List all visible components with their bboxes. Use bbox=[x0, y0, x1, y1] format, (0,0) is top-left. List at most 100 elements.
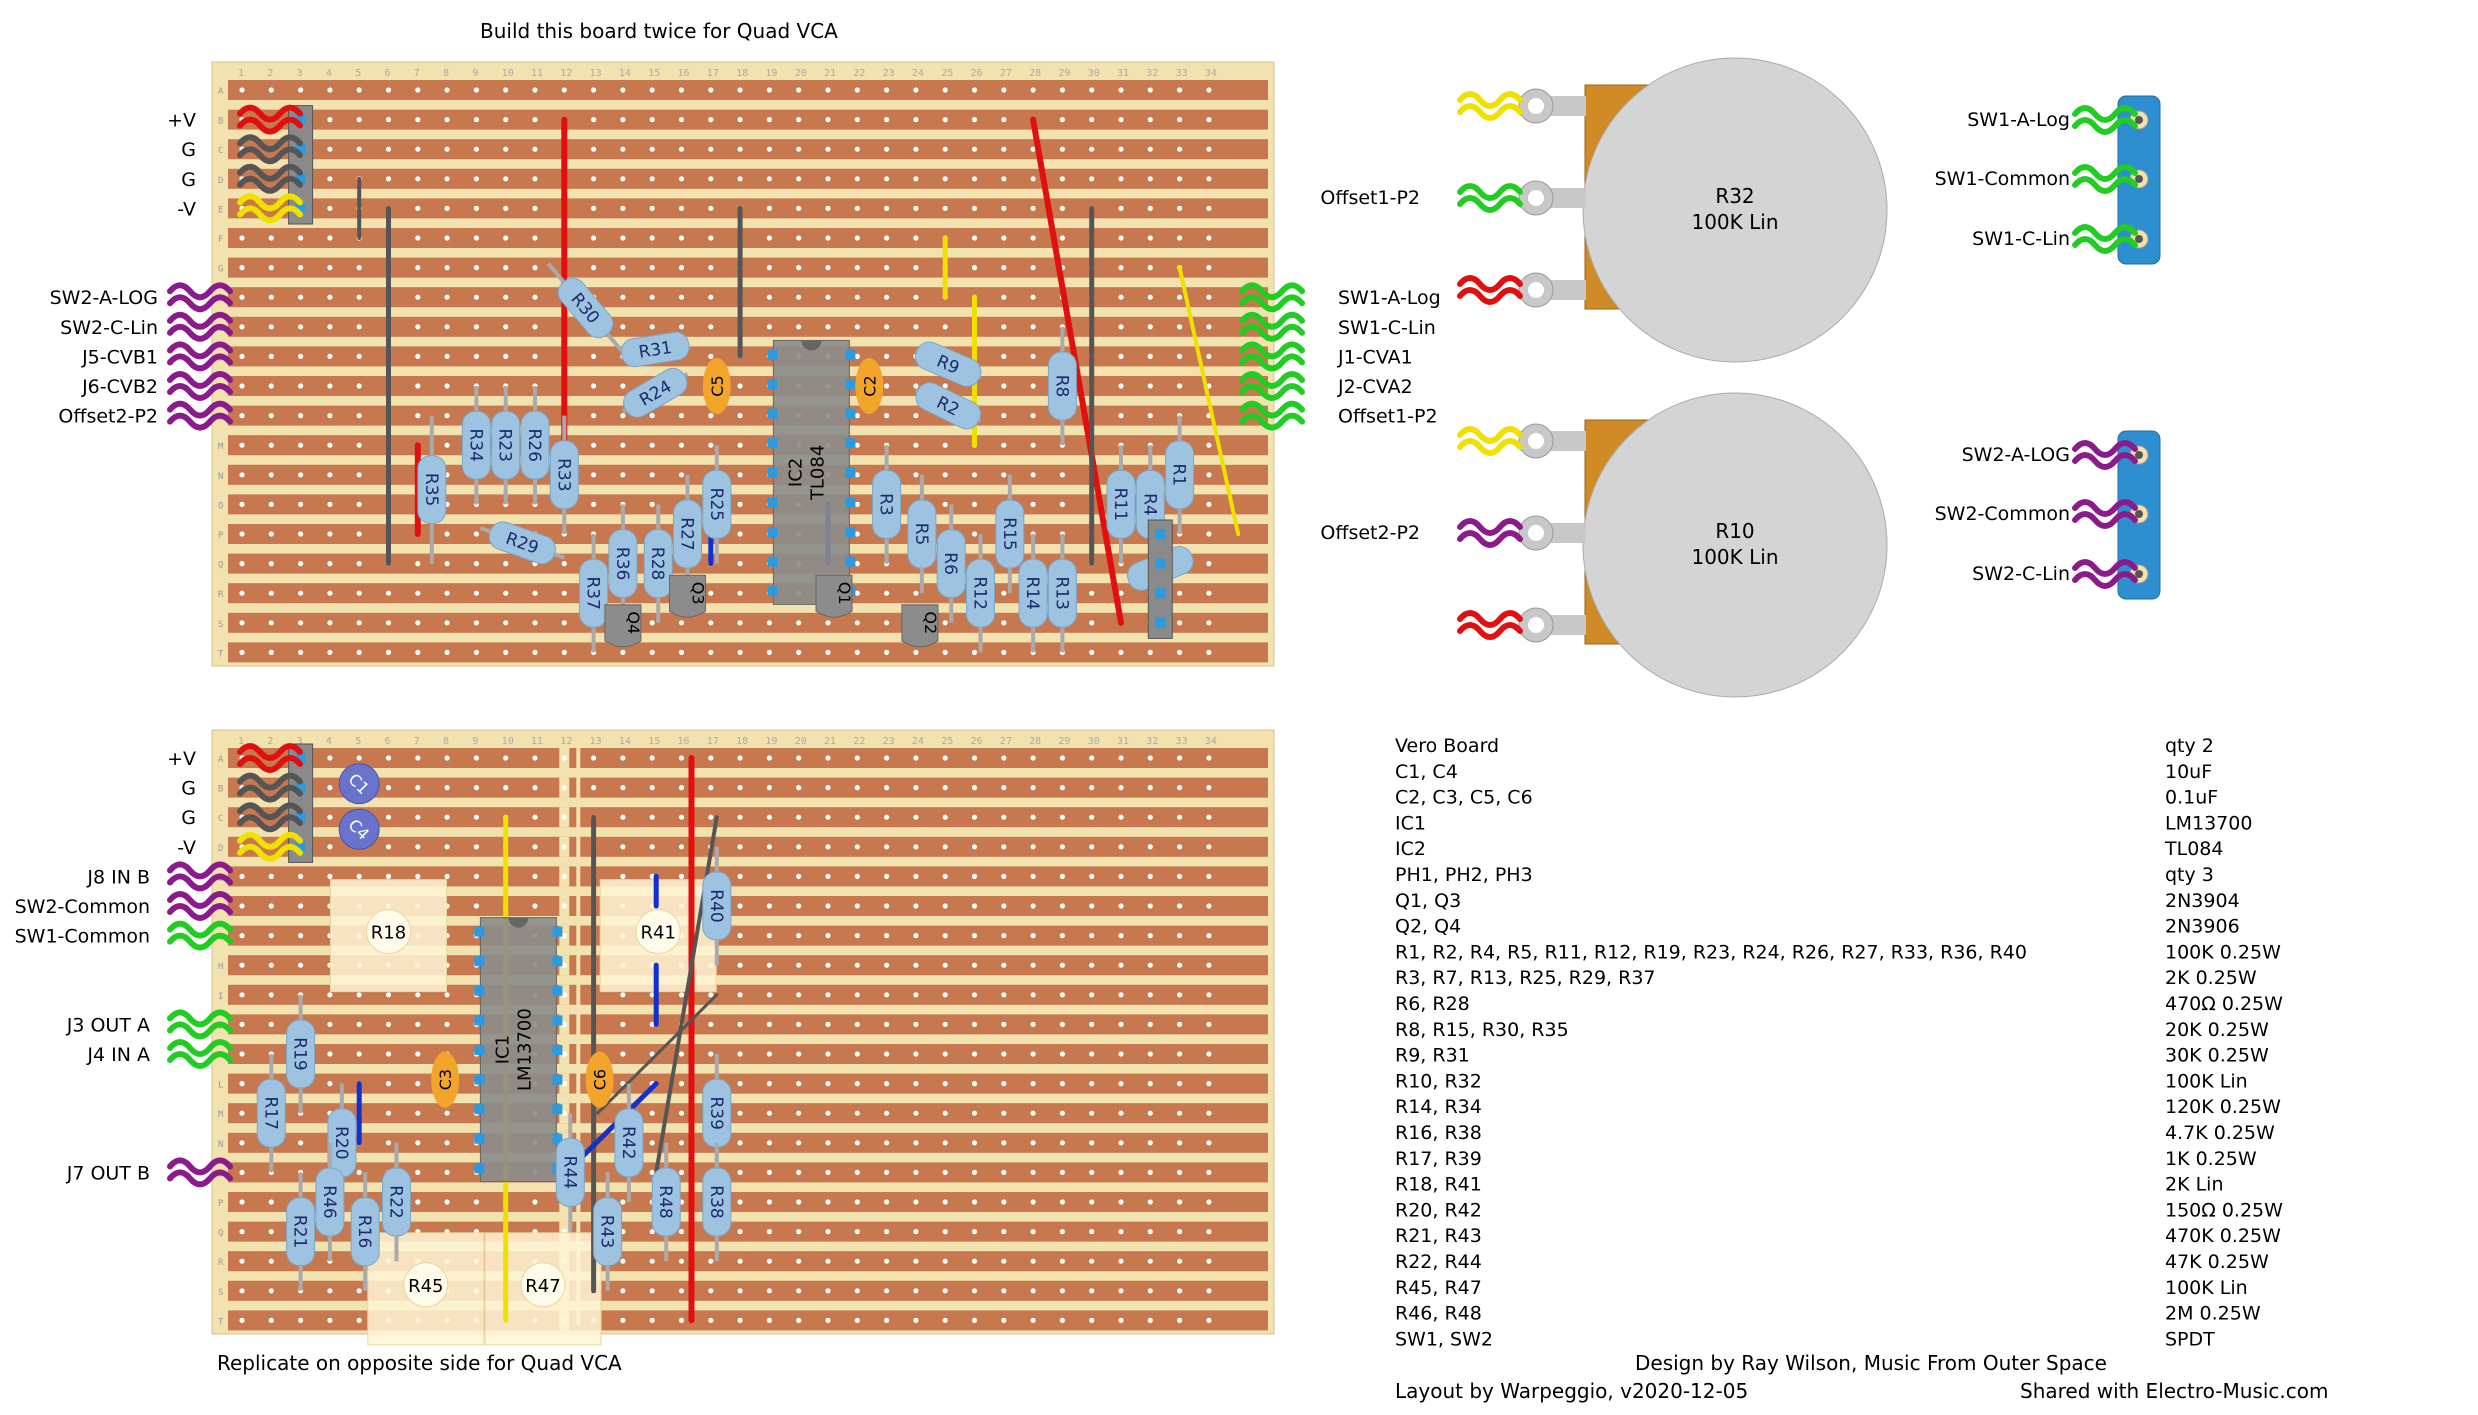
board-hole bbox=[444, 1140, 450, 1146]
bom-value: 2N3904 bbox=[2165, 890, 2240, 912]
board-hole bbox=[678, 176, 685, 182]
board-hole bbox=[620, 755, 626, 761]
resistor-r28: R28 bbox=[643, 504, 673, 623]
board-hole bbox=[649, 873, 655, 880]
bom-part: R1, R2, R4, R5, R11, R12, R19, R23, R24,… bbox=[1395, 941, 2027, 963]
board-hole bbox=[1030, 442, 1036, 448]
bom-value: 2K Lin bbox=[2165, 1174, 2224, 1196]
copper-strip bbox=[228, 612, 1268, 633]
bom-value: qty 2 bbox=[2165, 735, 2214, 757]
board2-power-label-1: G bbox=[181, 778, 196, 800]
row-label: H bbox=[218, 962, 223, 972]
copper-strip bbox=[228, 866, 1268, 887]
board-hole bbox=[327, 87, 333, 93]
board-hole bbox=[385, 649, 392, 656]
board-hole bbox=[766, 649, 773, 656]
board-hole bbox=[591, 146, 597, 152]
board-hole bbox=[268, 590, 274, 596]
board-hole bbox=[825, 1110, 831, 1116]
board-hole bbox=[766, 1081, 773, 1087]
resistor-label: R37 bbox=[583, 576, 603, 609]
board-hole bbox=[298, 962, 304, 968]
resistor-r22: R22 bbox=[382, 1142, 411, 1262]
board-hole bbox=[884, 1081, 890, 1087]
bom-value: 1K 0.25W bbox=[2165, 1148, 2257, 1170]
board-hole bbox=[766, 785, 773, 791]
board-hole bbox=[1001, 205, 1007, 211]
board-hole bbox=[678, 1258, 685, 1264]
board-hole bbox=[796, 620, 802, 626]
column-label: 34 bbox=[1205, 736, 1217, 747]
capacitor-label: C3 bbox=[436, 1069, 455, 1090]
board-hole bbox=[1059, 1081, 1065, 1087]
board-hole bbox=[1206, 1317, 1212, 1323]
pot-wire bbox=[1457, 91, 1523, 121]
resistor-label: R12 bbox=[970, 576, 990, 609]
bom-part: Vero Board bbox=[1395, 735, 1499, 757]
board-hole bbox=[884, 1169, 890, 1175]
board-hole bbox=[532, 324, 538, 330]
board-hole bbox=[356, 873, 362, 880]
copper-strip bbox=[228, 1103, 1268, 1124]
board-hole bbox=[649, 1229, 655, 1235]
right-signal-wire bbox=[1239, 341, 1305, 372]
copper-strip bbox=[228, 748, 1268, 768]
switch-label: SW1-A-Log bbox=[1967, 109, 2070, 131]
board-hole bbox=[561, 1021, 567, 1027]
column-label: 26 bbox=[971, 736, 983, 747]
jumper-wire bbox=[1177, 265, 1241, 536]
board-hole bbox=[649, 649, 655, 656]
board-hole bbox=[796, 1199, 802, 1205]
board-hole bbox=[796, 1021, 802, 1027]
board-hole bbox=[825, 1229, 831, 1235]
board-hole bbox=[239, 1199, 245, 1205]
board-hole bbox=[825, 844, 831, 850]
board-hole bbox=[825, 1258, 831, 1264]
board-hole bbox=[473, 324, 479, 330]
column-label: 30 bbox=[1088, 68, 1100, 79]
board-hole bbox=[942, 324, 948, 330]
board-hole bbox=[620, 383, 626, 389]
board-hole bbox=[620, 472, 626, 478]
board-hole bbox=[825, 205, 831, 211]
board-hole bbox=[913, 1110, 919, 1116]
resistor-r25: R25 bbox=[702, 445, 732, 564]
board-hole bbox=[268, 903, 274, 909]
board-hole bbox=[327, 442, 333, 448]
board-hole bbox=[1147, 176, 1153, 182]
board-hole bbox=[239, 1140, 245, 1146]
board-hole bbox=[385, 146, 392, 152]
board-hole bbox=[884, 903, 890, 909]
column-label: 24 bbox=[912, 736, 924, 747]
board-hole bbox=[1030, 1110, 1036, 1116]
board-hole bbox=[766, 146, 773, 152]
board-hole bbox=[854, 205, 860, 211]
board-hole bbox=[825, 117, 831, 123]
board-hole bbox=[678, 413, 685, 419]
board-hole bbox=[473, 117, 479, 123]
copper-strip bbox=[228, 80, 1268, 100]
board-hole bbox=[1147, 294, 1153, 300]
board-hole bbox=[737, 501, 743, 507]
board-hole bbox=[1118, 933, 1124, 939]
board-hole bbox=[1030, 1081, 1036, 1087]
board-hole bbox=[1001, 472, 1007, 478]
board-hole bbox=[1147, 755, 1153, 761]
bom-value: 470K 0.25W bbox=[2165, 1225, 2281, 1247]
board-hole bbox=[1206, 590, 1212, 596]
pot-wire bbox=[1457, 275, 1523, 305]
board-hole bbox=[561, 814, 567, 820]
board-hole bbox=[356, 294, 362, 300]
ic-label: IC1 bbox=[492, 1035, 513, 1064]
board-hole bbox=[708, 992, 714, 998]
copper-strip bbox=[228, 807, 1268, 828]
board-hole bbox=[649, 472, 655, 478]
board-hole bbox=[1177, 324, 1183, 330]
resistor-label: R36 bbox=[612, 547, 632, 580]
board-hole bbox=[854, 294, 860, 300]
board-hole bbox=[913, 903, 919, 909]
board-hole bbox=[1030, 844, 1036, 850]
board-hole bbox=[678, 324, 685, 330]
column-label: 19 bbox=[765, 736, 777, 747]
board-hole bbox=[385, 176, 392, 182]
